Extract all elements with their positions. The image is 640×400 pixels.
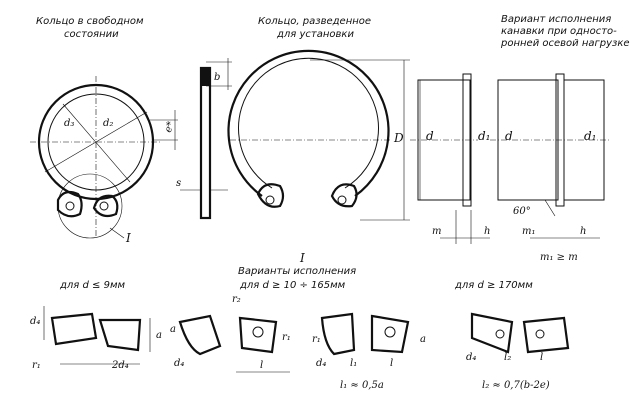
variant-mid-a: a r₂ r₁ d₄ l (170, 294, 291, 373)
section-band (199, 66, 212, 220)
label-a-1: a (156, 330, 162, 341)
variant1-lug-right (98, 318, 142, 352)
label-h-a: h (484, 226, 490, 237)
label-l-a: l (260, 360, 263, 371)
label-d1-b: d₁ (584, 129, 597, 143)
label-m1: m₁ (522, 226, 536, 237)
label-2d4: 2d₄ (111, 360, 129, 371)
label-r1-a: r₁ (32, 360, 41, 371)
caption-spread-state-line2: для установки (276, 29, 354, 40)
label-l-c: l (540, 352, 543, 363)
label-d2: d₂ (103, 118, 113, 129)
lug-hole-right (99, 201, 109, 211)
lug-right (92, 194, 119, 218)
variant3-lug-left (320, 312, 356, 356)
label-d4-c: d₄ (316, 358, 326, 369)
label-a-2: a (170, 324, 176, 335)
variant-I-heading: I (299, 251, 305, 265)
label-b: b (214, 72, 220, 83)
variant2-lug-left (178, 314, 222, 356)
dim-line-d2 (62, 103, 131, 183)
spread-hole-left (265, 195, 275, 205)
ring-section-view: b s (176, 58, 232, 220)
spread-lug-right (330, 183, 358, 208)
spread-lug-left (256, 183, 285, 208)
variant4-lug-left (470, 312, 514, 354)
variant4-hole-right (535, 329, 545, 339)
variant-label-d-ge-170: для d ≥ 170мм (454, 280, 533, 291)
label-l2: l₂ (504, 352, 511, 363)
lug-left (56, 190, 83, 218)
variants-title: Варианты исполнения (238, 266, 356, 277)
label-h-b: h (580, 226, 586, 237)
variant3-hole (384, 326, 396, 338)
label-l1: l₁ (350, 358, 357, 369)
shaft-groove-view: d d₁ m h d d₁ 60° m₁ h m₁ ≥ m (410, 73, 610, 263)
label-I-marker: I (125, 231, 131, 245)
label-d4-d: d₄ (466, 352, 476, 363)
caption-groove-line1: Вариант исполнения (501, 14, 611, 25)
label-D: D (393, 131, 404, 145)
label-s: s (176, 178, 181, 189)
caption-groove-line2: канавки при односто- (501, 26, 617, 37)
label-l1-formula: l₁ ≈ 0,5a (340, 380, 384, 391)
label-r1-c: r₁ (312, 334, 321, 345)
label-d1-a: d₁ (478, 129, 491, 143)
label-m: m (432, 226, 441, 237)
label-l-b: l (390, 358, 393, 369)
label-60deg: 60° (513, 206, 531, 217)
variant2-lug-right (238, 316, 278, 354)
label-d4-b: d₄ (174, 358, 184, 369)
spread-ring-inner (238, 57, 379, 189)
variant4-lug-right (522, 316, 570, 354)
label-m1-ge-m: m₁ ≥ m (540, 252, 578, 263)
variant1-lug-left (50, 312, 98, 346)
caption-groove-line3: ронней осевой нагрузке (500, 38, 630, 49)
variant-label-d-le-9: для d ≤ 9мм (59, 280, 125, 291)
leader-I (109, 227, 125, 239)
label-r2: r₂ (232, 294, 241, 305)
label-l2-formula: l₂ ≈ 0,7(b-2e) (482, 380, 550, 391)
label-d-a: d (426, 129, 434, 143)
caption-spread-state-line1: Кольцо, разведенное (258, 16, 371, 27)
variant3-lug-right (370, 314, 410, 354)
variant-label-d-10-165: для d ≥ 10 ÷ 165мм (239, 280, 346, 291)
variant-small: d₄ r₁ 2d₄ a (30, 306, 162, 371)
angle-leader (544, 199, 556, 217)
spread-ring-outer (227, 49, 390, 197)
label-e-star: e* (163, 120, 177, 134)
spread-hole-right (337, 195, 347, 205)
free-ring-view: d₃ d₂ e* I (30, 76, 178, 245)
caption-free-state-line1: Кольцо в свободном (36, 15, 144, 27)
label-d3: d₃ (64, 118, 74, 129)
label-r1-b: r₁ (282, 332, 291, 343)
section-hatch-b (201, 68, 210, 86)
label-a-3: a (420, 334, 426, 345)
label-d-b: d (505, 129, 513, 143)
variant-large: d₄ l₂ l l₂ ≈ 0,7(b-2e) (466, 312, 570, 391)
label-d4-a: d₄ (30, 316, 40, 327)
caption-free-state-line2: состоянии (64, 29, 119, 40)
detail-circle-I (57, 173, 123, 239)
variant-mid-b: r₁ a d₄ l₁ l l₁ ≈ 0,5a (312, 312, 426, 391)
spread-ring-view: D (227, 49, 410, 221)
variant2-hole (252, 326, 264, 338)
variant4-hole-left (495, 329, 505, 339)
lug-hole-left (65, 201, 75, 211)
